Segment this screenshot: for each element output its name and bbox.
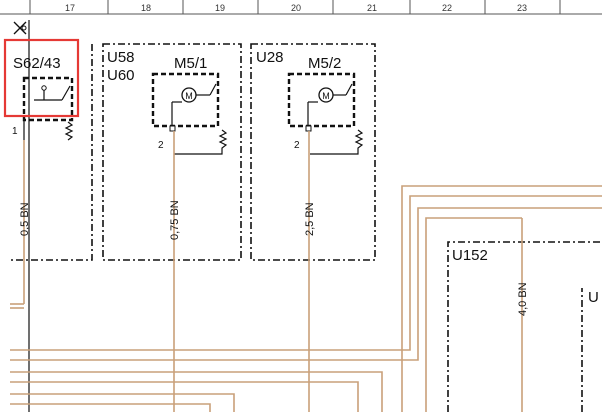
module-u28: U28 M5/2 M 2: [250, 43, 376, 261]
ruler-col-21: 21: [367, 3, 377, 13]
s62-43-label: S62/43: [13, 55, 61, 72]
wire-label-0-75-bn: 0,75 BN: [169, 200, 181, 240]
wire-bus: [10, 185, 602, 412]
motor-m5-2-symbol: M: [322, 91, 330, 101]
ruler-col-17: 17: [65, 3, 75, 13]
motor-m5-1-symbol: M: [185, 91, 193, 101]
m5-2-pin-2: 2: [294, 140, 300, 151]
u58-label: U58: [107, 49, 135, 66]
m5-1-label: M5/1: [174, 55, 207, 72]
ruler-col-19: 19: [215, 3, 225, 13]
u-right-label: U: [588, 289, 599, 306]
column-ruler: 17 18 19 20 21 22 23: [0, 0, 602, 15]
ruler-col-20: 20: [291, 3, 301, 13]
module-s62-43: S62/43 1: [3, 38, 93, 261]
wire-label-0-5-bn: 0,5 BN: [19, 202, 31, 236]
wire-label-4-0-bn: 4,0 BN: [517, 282, 529, 316]
module-u58-u60: U58 U60 M5/1 M 2: [102, 43, 242, 261]
ruler-col-22: 22: [442, 3, 452, 13]
scissors-icon: [13, 21, 27, 35]
ruler-col-18: 18: [141, 3, 151, 13]
s62-43-pin-1: 1: [12, 126, 18, 137]
ruler-col-23: 23: [517, 3, 527, 13]
module-u152: U152 U: [447, 241, 602, 412]
u152-label: U152: [452, 247, 488, 264]
u60-label: U60: [107, 67, 135, 84]
wire-label-2-5-bn: 2,5 BN: [304, 202, 316, 236]
u28-label: U28: [256, 49, 284, 66]
m5-2-label: M5/2: [308, 55, 341, 72]
m5-1-pin-2: 2: [158, 140, 164, 151]
selection-highlight: [3, 38, 80, 118]
